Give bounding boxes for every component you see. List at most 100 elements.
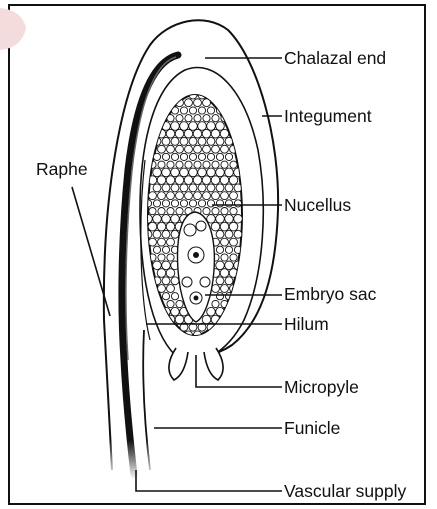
nucellus-cell [198, 168, 207, 177]
nucellus-cell [162, 307, 171, 316]
nucellus-cell [153, 215, 162, 224]
nucellus-cell [167, 208, 174, 215]
nucellus-cell [167, 285, 175, 293]
nucellus-cell [225, 277, 233, 285]
nucellus-cell [221, 238, 229, 246]
nucellus-cell [194, 115, 201, 122]
nucellus-cell [176, 145, 184, 153]
nucellus-cell [162, 261, 171, 270]
nucellus-cell [193, 129, 202, 138]
nucellus-cell [162, 246, 169, 253]
nucellus-cell [171, 122, 180, 131]
nucellus-cell [230, 145, 238, 153]
nucellus-cell [171, 293, 178, 300]
nucellus-cell [162, 200, 169, 207]
nucellus-cell [171, 307, 180, 316]
nucellus-cell [203, 145, 211, 153]
nucellus-cell [185, 161, 192, 168]
nucellus-cell [212, 300, 219, 307]
nucellus-cell [220, 269, 229, 278]
nucellus-cell [230, 238, 238, 246]
nucellus-cell [166, 222, 175, 231]
nucellus-cell [216, 184, 224, 192]
label-nucellus: Nucellus [284, 195, 351, 215]
nucellus-cell [211, 176, 220, 185]
nucellus-cell [198, 107, 205, 114]
nucellus-cell [207, 153, 214, 160]
nucellus-cell [158, 285, 166, 293]
nucellus-cell [207, 200, 214, 207]
nucellus-cell [216, 230, 224, 238]
nucellus-cell [189, 200, 196, 207]
nucellus-cell [207, 122, 216, 131]
label-raphe: Raphe [36, 159, 88, 179]
nucellus-cell [180, 184, 188, 192]
nucellus-cell [176, 115, 183, 122]
nucellus-cell [221, 254, 228, 261]
nucellus-cell [229, 176, 238, 185]
nucellus-cell [153, 230, 161, 238]
nucellus-cell [158, 145, 166, 153]
nucellus-cell [216, 153, 223, 160]
nucellus-cell [175, 315, 184, 324]
nucellus-cell [207, 184, 215, 192]
nucellus-cell [189, 184, 197, 192]
nucellus-cell [225, 215, 234, 224]
nucellus-cell [221, 285, 229, 293]
nucellus-cell [202, 129, 211, 138]
nucellus-cell [185, 145, 193, 153]
watermark-shape [0, 8, 26, 50]
nucellus-cell [198, 137, 206, 145]
nucellus-cell [230, 208, 237, 215]
nucellus-cell [171, 153, 178, 160]
nucellus-cell [189, 153, 196, 160]
nucellus-cell [153, 246, 160, 253]
nucellus-cell [198, 200, 205, 207]
nucellus-cell [212, 115, 219, 122]
nucellus-cell [185, 192, 193, 200]
nucellus-cell [234, 230, 242, 238]
nucellus-cell [203, 115, 210, 122]
nucellus-cell [212, 145, 220, 153]
nucellus-cell [234, 200, 241, 207]
nucellus-cell [171, 184, 179, 192]
nucellus-cell [225, 200, 232, 207]
nucellus-cell [153, 200, 160, 207]
nucellus-cell [180, 107, 187, 114]
nucellus-cell [176, 192, 184, 200]
nucellus-cell [157, 176, 166, 185]
nucellus-cell [203, 208, 210, 215]
nucellus-cell [230, 192, 238, 200]
nucellus-cell [167, 300, 174, 307]
nucellus-cell [216, 215, 225, 224]
nucellus-cell [221, 161, 228, 168]
nucellus-cell [203, 161, 210, 168]
nucellus-cell [216, 168, 225, 177]
nucellus-cell [157, 222, 166, 231]
nucellus-cell [171, 277, 179, 285]
nucellus-cell [167, 192, 175, 200]
nucellus-cell [162, 168, 171, 177]
nucellus-cell [171, 215, 180, 224]
nucellus-cell [211, 129, 220, 138]
label-chalazal-end: Chalazal end [284, 48, 386, 68]
nucellus-cell [158, 208, 165, 215]
nucellus-cell [153, 168, 162, 177]
nucellus-cell [234, 168, 243, 177]
nucellus-cell [149, 208, 156, 215]
nucellus-cell [171, 200, 178, 207]
nucellus-cell [176, 161, 183, 168]
nucellus-cell [203, 192, 211, 200]
nucellus-cell [225, 261, 234, 270]
nucellus-cell [198, 153, 205, 160]
nucellus-cell [216, 246, 223, 253]
nucellus-cell [175, 129, 184, 138]
nucellus-cell [157, 269, 166, 278]
nucellus-cell [212, 161, 219, 168]
nucellus-cell [176, 208, 183, 215]
nucellus-cell [171, 137, 179, 145]
nucellus-cell [194, 99, 202, 107]
nucellus-cell [212, 208, 219, 215]
micropyle-left-lobe [169, 348, 188, 380]
